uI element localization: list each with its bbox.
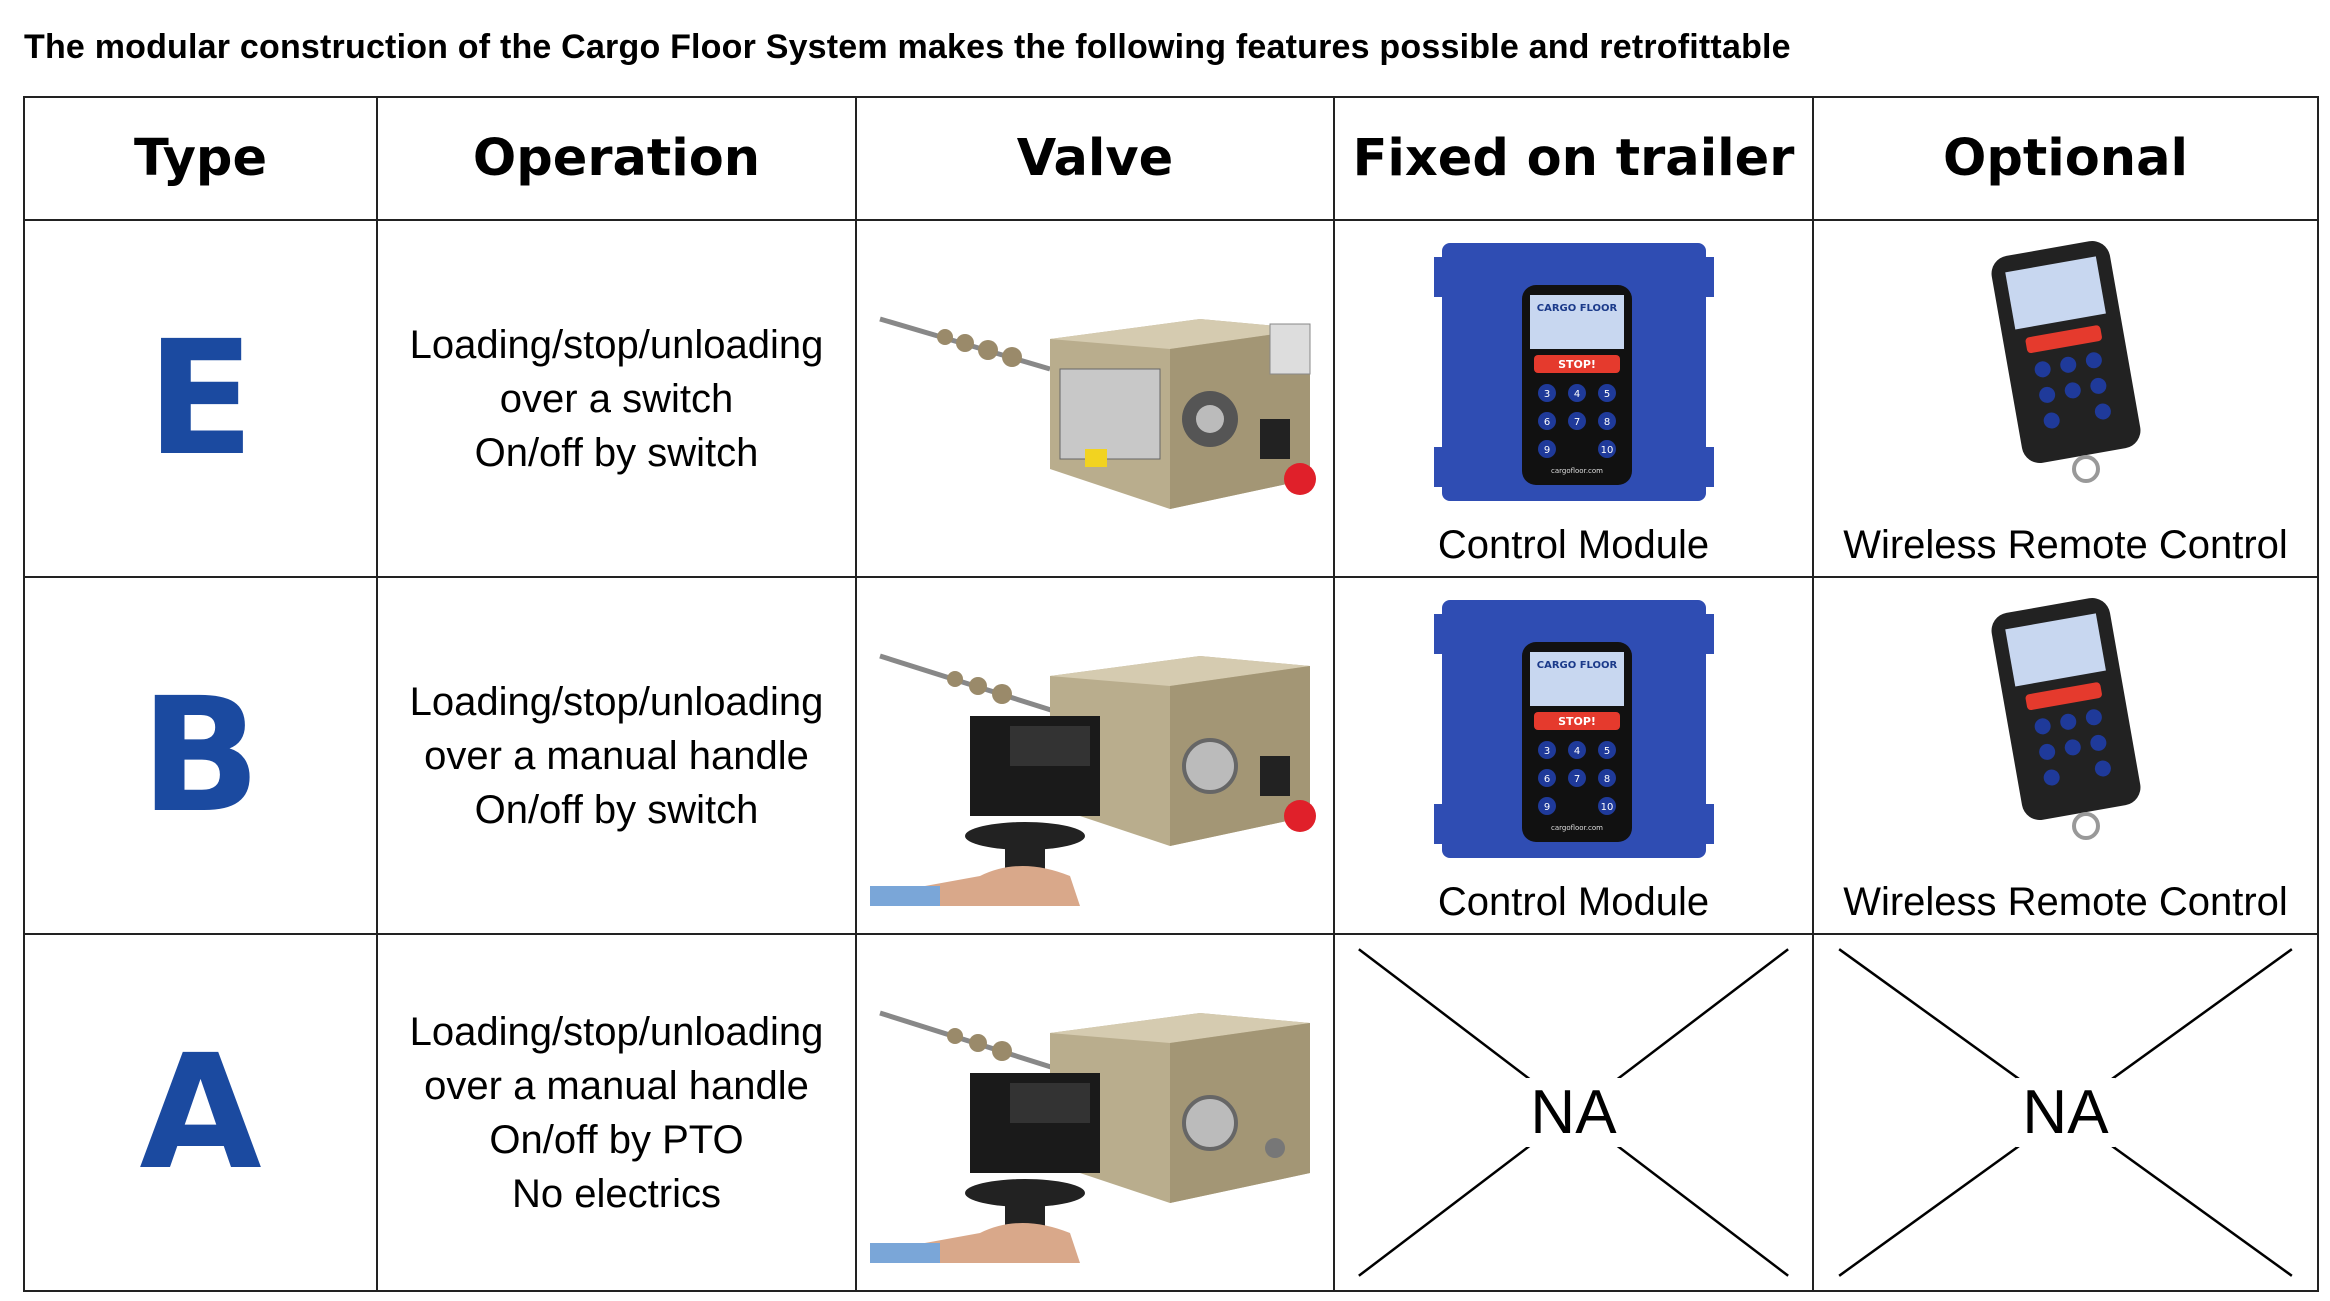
operation-cell: Loading/stop/unloading over a manual han… <box>376 576 857 935</box>
optional-cell: Wireless Remote Control <box>1812 219 2319 578</box>
valve-with-handle-image <box>870 1010 1310 1263</box>
control-module-image: CARGO FLOOR STOP! 3 4 5 6 <box>1433 243 1714 501</box>
na-label: NA <box>2016 1078 2115 1147</box>
device-stop-label: STOP! <box>1558 358 1596 371</box>
valve-cell <box>855 219 1335 578</box>
type-cell: E <box>23 219 378 578</box>
fixed-cell: CARGO FLOOR STOP! 3 4 5 6 <box>1333 576 1814 935</box>
operation-cell: Loading/stop/unloading over a manual han… <box>376 933 857 1292</box>
valve-with-handle-image <box>870 653 1316 906</box>
table-row: B Loading/stop/unloading over a manual h… <box>23 576 2319 935</box>
device-url: cargofloor.com <box>1550 467 1602 475</box>
device-key: 7 <box>1573 774 1579 785</box>
device-url: cargofloor.com <box>1550 824 1602 832</box>
device-key: 8 <box>1603 417 1609 428</box>
device-stop-label: STOP! <box>1558 715 1596 728</box>
valve-cell <box>855 576 1335 935</box>
optional-caption: Wireless Remote Control <box>1843 523 2288 567</box>
device-key: 9 <box>1543 445 1549 456</box>
header-valve: Valve <box>855 96 1335 221</box>
header-fixed-on-trailer: Fixed on trailer <box>1333 96 1814 221</box>
device-key: 10 <box>1600 802 1613 813</box>
page-heading: The modular construction of the Cargo Fl… <box>24 28 1791 66</box>
type-cell: B <box>23 576 378 935</box>
device-key: 6 <box>1543 774 1549 785</box>
operation-line: over a switch <box>499 376 734 421</box>
device-key: 8 <box>1603 774 1609 785</box>
device-key: 3 <box>1543 746 1549 757</box>
valve-with-switch-image <box>879 316 1316 509</box>
feature-table: Type Operation Valve Fixed on trailer Op… <box>23 96 2319 1292</box>
header-type: Type <box>23 96 378 221</box>
device-key: 4 <box>1573 746 1579 757</box>
device-key: 9 <box>1543 802 1549 813</box>
operation-line: over a manual handle <box>424 1063 809 1108</box>
device-brand: CARGO FLOOR <box>1536 303 1617 314</box>
operation-cell: Loading/stop/unloading over a switch On/… <box>376 219 857 578</box>
table-row: E Loading/stop/unloading over a switch O… <box>23 219 2319 578</box>
type-letter: B <box>140 663 261 848</box>
fixed-caption: Control Module <box>1437 523 1710 567</box>
fixed-cell: CARGO FLOOR STOP! 3 4 5 6 <box>1333 219 1814 578</box>
valve-cell <box>855 933 1335 1292</box>
device-key: 4 <box>1573 389 1579 400</box>
header-operation: Operation <box>376 96 857 221</box>
optional-cell: NA <box>1812 933 2319 1292</box>
type-letter: E <box>146 306 255 491</box>
fixed-caption: Control Module <box>1437 880 1710 924</box>
device-key: 10 <box>1600 445 1613 456</box>
operation-line: No electrics <box>512 1171 721 1216</box>
device-brand: CARGO FLOOR <box>1536 660 1617 671</box>
device-key: 5 <box>1603 746 1609 757</box>
wireless-remote-image <box>1991 598 2140 840</box>
operation-line: On/off by switch <box>474 787 759 832</box>
wireless-remote-image <box>1991 241 2140 483</box>
operation-line: Loading/stop/unloading <box>409 322 824 367</box>
device-key: 5 <box>1603 389 1609 400</box>
type-cell: A <box>23 933 378 1292</box>
header-row: Type Operation Valve Fixed on trailer Op… <box>23 96 2319 221</box>
table-row: A Loading/stop/unloading over a manual h… <box>23 933 2319 1292</box>
device-key: 6 <box>1543 417 1549 428</box>
na-label: NA <box>1524 1078 1623 1147</box>
operation-line: On/off by switch <box>474 430 759 475</box>
operation-line: Loading/stop/unloading <box>409 1009 824 1054</box>
type-letter: A <box>139 1020 262 1205</box>
fixed-cell: NA <box>1333 933 1814 1292</box>
operation-line: Loading/stop/unloading <box>409 679 824 724</box>
operation-line: over a manual handle <box>424 733 809 778</box>
control-module-image: CARGO FLOOR STOP! 3 4 5 6 <box>1433 600 1714 858</box>
header-optional: Optional <box>1812 96 2319 221</box>
optional-caption: Wireless Remote Control <box>1843 880 2288 924</box>
device-key: 7 <box>1573 417 1579 428</box>
optional-cell: Wireless Remote Control <box>1812 576 2319 935</box>
device-key: 3 <box>1543 389 1549 400</box>
operation-line: On/off by PTO <box>489 1117 744 1162</box>
